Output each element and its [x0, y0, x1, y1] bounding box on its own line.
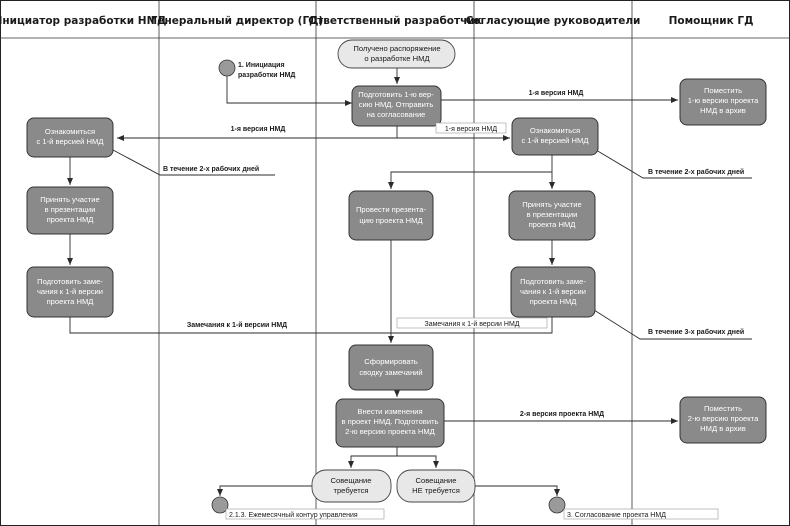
box-approver-presentation-line-3: проекта НМД — [529, 220, 576, 229]
box-changes — [335, 398, 445, 448]
box-initiator-review — [26, 117, 114, 158]
box-initiator-remarks-line-1: Подготовить заме- — [37, 277, 103, 286]
edge-to-meeting-yes — [348, 447, 398, 468]
end-ref-approval: 3. Согласование проекта НМД — [567, 512, 666, 519]
box-prepare-v1-line-2: сию НМД. Отправить — [359, 100, 434, 109]
flow-label-remarks-approvers-box — [396, 317, 548, 329]
box-approver-review — [511, 117, 599, 156]
deadline-line-initiator — [112, 149, 275, 176]
start-label-line-1: 1. Инициация — [238, 62, 285, 69]
box-archive-v1-line-2: 1-ю версию проекта — [688, 96, 759, 105]
box-archive-v1 — [679, 78, 767, 126]
flow-label-deadline-remarks: В течение 3-х рабочих дней — [648, 328, 744, 336]
edge-to-dev-present — [388, 171, 552, 189]
end-node-approval — [548, 496, 566, 514]
flow-label-deadline-initiator: В течение 2-х рабочих дней — [163, 165, 259, 173]
box-prepare-v1 — [351, 85, 442, 127]
box-developer-presentation-line-1: Провести презента- — [356, 205, 427, 214]
start-label-line-2: разработки НМД — [238, 71, 295, 79]
received-line-1: Получено распоряжение — [353, 44, 440, 53]
flow-label-v1-approvers-box — [435, 122, 507, 134]
decision-meeting-not-required-line-2: НЕ требуется — [412, 486, 460, 495]
box-initiator-presentation-line-3: проекта НМД — [47, 215, 94, 224]
flow-label-deadline-approvers: В течение 2-х рабочих дней — [648, 168, 744, 176]
decision-meeting-required-line-1: Совещание — [330, 476, 371, 485]
box-archive-v1-line-1: Поместить — [704, 86, 742, 95]
box-initiator-remarks — [26, 266, 114, 318]
box-archive-v2-line-3: НМД в архив — [700, 424, 746, 433]
edge-to-approval — [475, 485, 560, 496]
box-archive-v2-line-2: 2-ю версию проекта — [688, 414, 759, 423]
decision-meeting-not-required-line-1: Совещание — [415, 476, 456, 485]
box-initiator-remarks-line-2: чания к 1-й версии — [37, 287, 103, 296]
box-summary — [348, 344, 434, 391]
flow-label-remarks-approvers: Замечания к 1-й версии НМД — [424, 320, 519, 328]
box-changes-line-3: 2-ю версию проекта НМД — [345, 427, 435, 436]
deadline-line-approvers — [595, 149, 752, 179]
box-initiator-remarks-line-3: проекта НМД — [47, 297, 94, 306]
box-summary-line-2: сводку замечаний — [359, 368, 422, 377]
box-summary-line-1: Сформировать — [364, 357, 418, 366]
box-approver-review-line-2: с 1-й версией НМД — [522, 136, 589, 145]
box-developer-presentation — [348, 190, 434, 241]
received-order-pill — [337, 39, 456, 69]
received-line-2: о разработке НМД — [364, 54, 429, 63]
lane-header-director: Генеральный директор (ГД) — [151, 15, 324, 27]
box-prepare-v1-line-1: Подготовить 1-ю вер- — [358, 90, 434, 99]
box-changes-line-1: Внести изменения — [357, 407, 422, 416]
box-initiator-presentation — [26, 186, 114, 235]
box-prepare-v1-line-3: на согласование — [367, 110, 426, 119]
box-approver-presentation-line-1: Принять участие — [522, 200, 582, 209]
flow-label-remarks-initiator: Замечания к 1-й версии НМД — [187, 321, 287, 329]
box-changes-line-2: в проект НМД. Подготовить — [341, 417, 438, 426]
end-node-monthly — [211, 496, 229, 514]
box-approver-review-line-1: Ознакомиться — [530, 126, 580, 135]
decision-meeting-required — [311, 469, 392, 503]
edge-to-meeting-no — [397, 455, 439, 468]
box-initiator-review-line-2: с 1-й версией НМД — [37, 137, 104, 146]
flow-label-v1-approvers: 1-я версия НМД — [445, 126, 497, 133]
lane-header-developer: Ответственный разработчик — [308, 15, 482, 27]
box-approver-remarks-line-1: Подготовить заме- — [520, 277, 586, 286]
box-initiator-presentation-line-2: в презентации — [45, 205, 96, 214]
start-node — [218, 59, 236, 77]
box-archive-v2-line-1: Поместить — [704, 404, 742, 413]
flow-label-v1-initiator: 1-я версия НМД — [231, 126, 286, 133]
box-approver-remarks-line-2: чания к 1-й версии — [520, 287, 586, 296]
lane-header-approvers: Согласующие руководители — [466, 15, 641, 27]
deadline-line-remarks — [593, 309, 752, 340]
box-initiator-presentation-line-1: Принять участие — [40, 195, 100, 204]
edge-to-monthly — [217, 485, 312, 496]
decision-meeting-required-line-2: требуется — [333, 486, 368, 495]
end-ref-monthly: 2.1.3. Ежемесячный контур управления — [229, 511, 358, 519]
flow-label-v2-assistant: 2-я версия проекта НМД — [520, 411, 604, 418]
end-ref-approval-box — [563, 508, 719, 520]
flow-label-v1-assistant: 1-я версия НМД — [529, 90, 584, 97]
box-approver-remarks — [510, 266, 596, 318]
end-ref-monthly-box — [225, 508, 385, 520]
box-archive-v1-line-3: НМД в архив — [700, 106, 746, 115]
box-developer-presentation-line-2: цию проекта НМД — [359, 216, 422, 225]
decision-meeting-not-required — [396, 469, 476, 503]
edge-init-remarks — [69, 317, 391, 334]
edge-start-prepare — [226, 76, 352, 106]
edge-appr-remarks — [391, 317, 553, 334]
box-approver-presentation — [508, 190, 596, 241]
box-archive-v2 — [679, 396, 767, 444]
lane-header-initiator: Инициатор разработки НМД — [0, 15, 166, 27]
box-approver-remarks-line-3: проекта НМД — [530, 297, 577, 306]
lane-header-assistant: Помощник ГД — [669, 15, 754, 27]
box-approver-presentation-line-2: в презентации — [527, 210, 578, 219]
box-initiator-review-line-1: Ознакомиться — [45, 127, 95, 136]
